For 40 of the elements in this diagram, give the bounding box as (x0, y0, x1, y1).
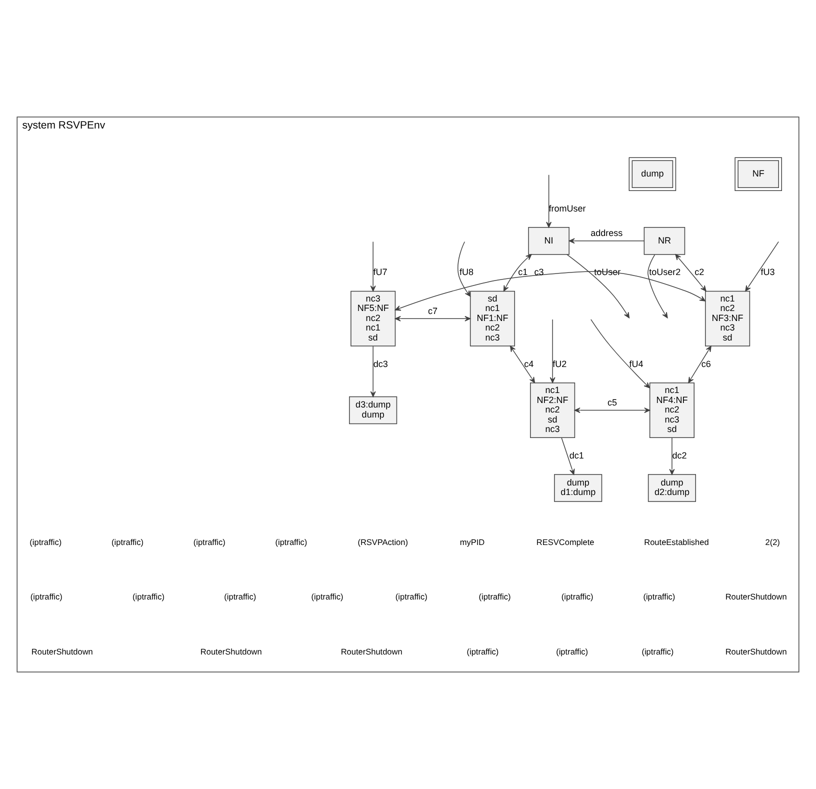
edge-label: address (590, 228, 623, 238)
label: (iptraffic) (556, 648, 588, 657)
edge-label: fU3 (760, 267, 775, 278)
edge-label: dc2 (672, 450, 687, 460)
label: (iptraffic) (395, 592, 428, 602)
label: RouterShutdown (725, 592, 787, 602)
edge-label: fU8 (460, 267, 474, 278)
edge-label: c4 (524, 358, 534, 369)
edge-label: c1 (518, 267, 528, 278)
label: (iptraffic) (193, 538, 226, 547)
label: RouteEstablished (644, 538, 709, 547)
edge-label: fU4 (629, 358, 644, 369)
label: (iptraffic) (30, 538, 62, 547)
label: RouterShutdown (200, 648, 262, 657)
label: (iptraffic) (30, 592, 62, 602)
edge-label: c6 (701, 358, 711, 369)
label: (iptraffic) (642, 648, 674, 657)
label: (iptraffic) (275, 538, 308, 547)
label: (iptraffic) (311, 592, 344, 602)
edge-label: c3 (534, 267, 544, 278)
label: RouterShutdown (725, 648, 787, 657)
label: myPID (460, 538, 485, 547)
label: (RSVPAction) (358, 538, 408, 547)
edge-label: c5 (608, 397, 618, 408)
label: RouterShutdown (340, 648, 402, 657)
label: (iptraffic) (643, 592, 676, 602)
label: RouterShutdown (31, 648, 93, 657)
label: (iptraffic) (224, 592, 256, 602)
edge-label: dc3 (373, 358, 388, 369)
label: 2(2) (765, 538, 780, 547)
label: (iptraffic) (561, 592, 594, 602)
edge-label: toUser2 (649, 267, 681, 278)
edge-label: c7 (428, 306, 438, 316)
label: (iptraffic) (132, 592, 165, 602)
edge-label: dc1 (569, 450, 584, 460)
label: (iptraffic) (466, 648, 499, 657)
label: (iptraffic) (112, 538, 144, 547)
edge-label: c2 (694, 267, 704, 278)
label: (iptraffic) (478, 592, 511, 602)
label: RESVComplete (536, 538, 594, 547)
